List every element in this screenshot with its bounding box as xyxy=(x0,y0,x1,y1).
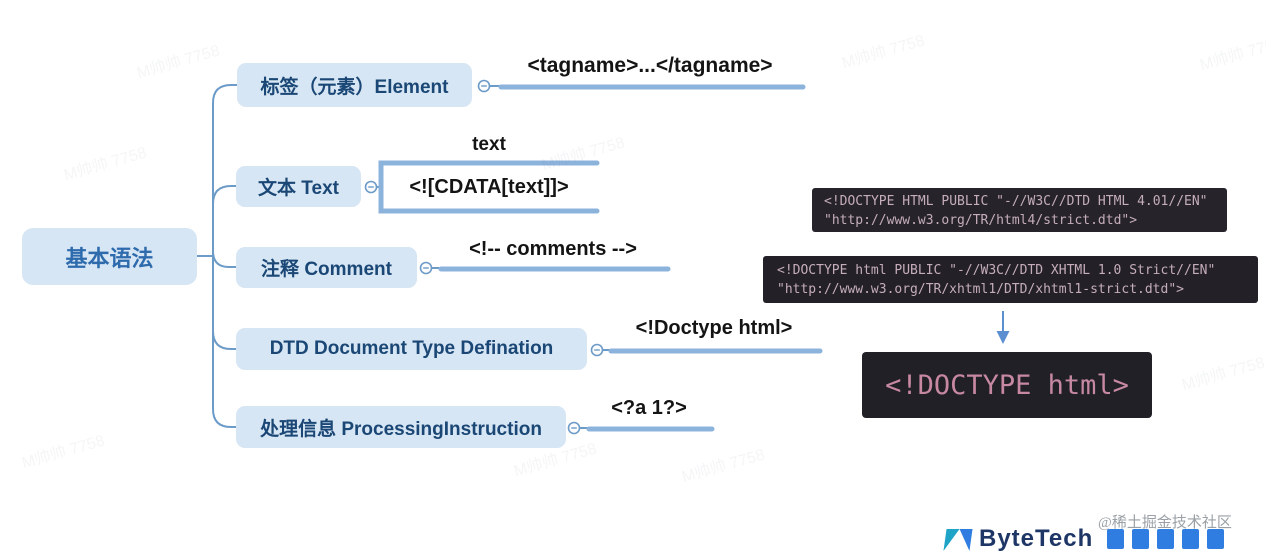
mindmap-connectors xyxy=(196,79,1010,435)
branch-node-processing-instruction[interactable]: 处理信息 ProcessingInstruction xyxy=(236,406,566,448)
leaf-cdata-syntax: <![CDATA[text]]> xyxy=(409,176,569,198)
branch-node-text[interactable]: 文本 Text xyxy=(236,166,361,207)
leaf-comment-syntax: <!-- comments --> xyxy=(469,238,637,260)
logo-wordmark: ByteTech xyxy=(979,525,1094,552)
code-line: <!DOCTYPE html> xyxy=(885,369,1129,401)
down-arrow-icon xyxy=(996,311,1010,344)
leaf-text-syntax: text xyxy=(472,134,506,155)
leaf-tagname-syntax: <tagname>...</tagname> xyxy=(527,54,773,77)
leaf-doctype-syntax: <!Doctype html> xyxy=(635,317,793,339)
toggle-icon[interactable] xyxy=(419,261,433,275)
code-line: "http://www.w3.org/TR/xhtml1/DTD/xhtml1-… xyxy=(777,282,1184,297)
bytetech-logo: ByteTech xyxy=(943,527,1225,551)
code-block-html5-doctype: <!DOCTYPE html> xyxy=(862,352,1152,418)
toggle-icon[interactable] xyxy=(590,343,604,357)
code-block-xhtml1-doctype: <!DOCTYPE html PUBLIC "-//W3C//DTD XHTML… xyxy=(763,256,1258,303)
code-line: <!DOCTYPE HTML PUBLIC "-//W3C//DTD HTML … xyxy=(824,194,1208,209)
toggle-icon[interactable] xyxy=(567,421,581,435)
code-line: <!DOCTYPE html PUBLIC "-//W3C//DTD XHTML… xyxy=(777,263,1216,278)
branch-node-comment[interactable]: 注释 Comment xyxy=(236,247,417,288)
leaf-pi-syntax: <?a 1?> xyxy=(611,397,687,419)
branch-node-element[interactable]: 标签（元素）Element xyxy=(237,63,472,107)
logo-triangle-icon xyxy=(943,529,973,551)
root-node-basic-syntax[interactable]: 基本语法 xyxy=(22,228,197,285)
collapse-toggles xyxy=(364,79,604,435)
toggle-icon[interactable] xyxy=(477,79,491,93)
logo-cjk-glyphs xyxy=(1107,529,1225,549)
code-block-html4-doctype: <!DOCTYPE HTML PUBLIC "-//W3C//DTD HTML … xyxy=(812,188,1227,232)
code-line: "http://www.w3.org/TR/html4/strict.dtd"> xyxy=(824,213,1138,228)
branch-node-dtd[interactable]: DTD Document Type Defination xyxy=(236,328,587,370)
juejin-community-watermark: @稀土掘金技术社区 xyxy=(1098,515,1232,531)
toggle-icon[interactable] xyxy=(364,180,378,194)
leaf-underlines xyxy=(378,84,823,432)
branch-wires xyxy=(196,84,613,429)
